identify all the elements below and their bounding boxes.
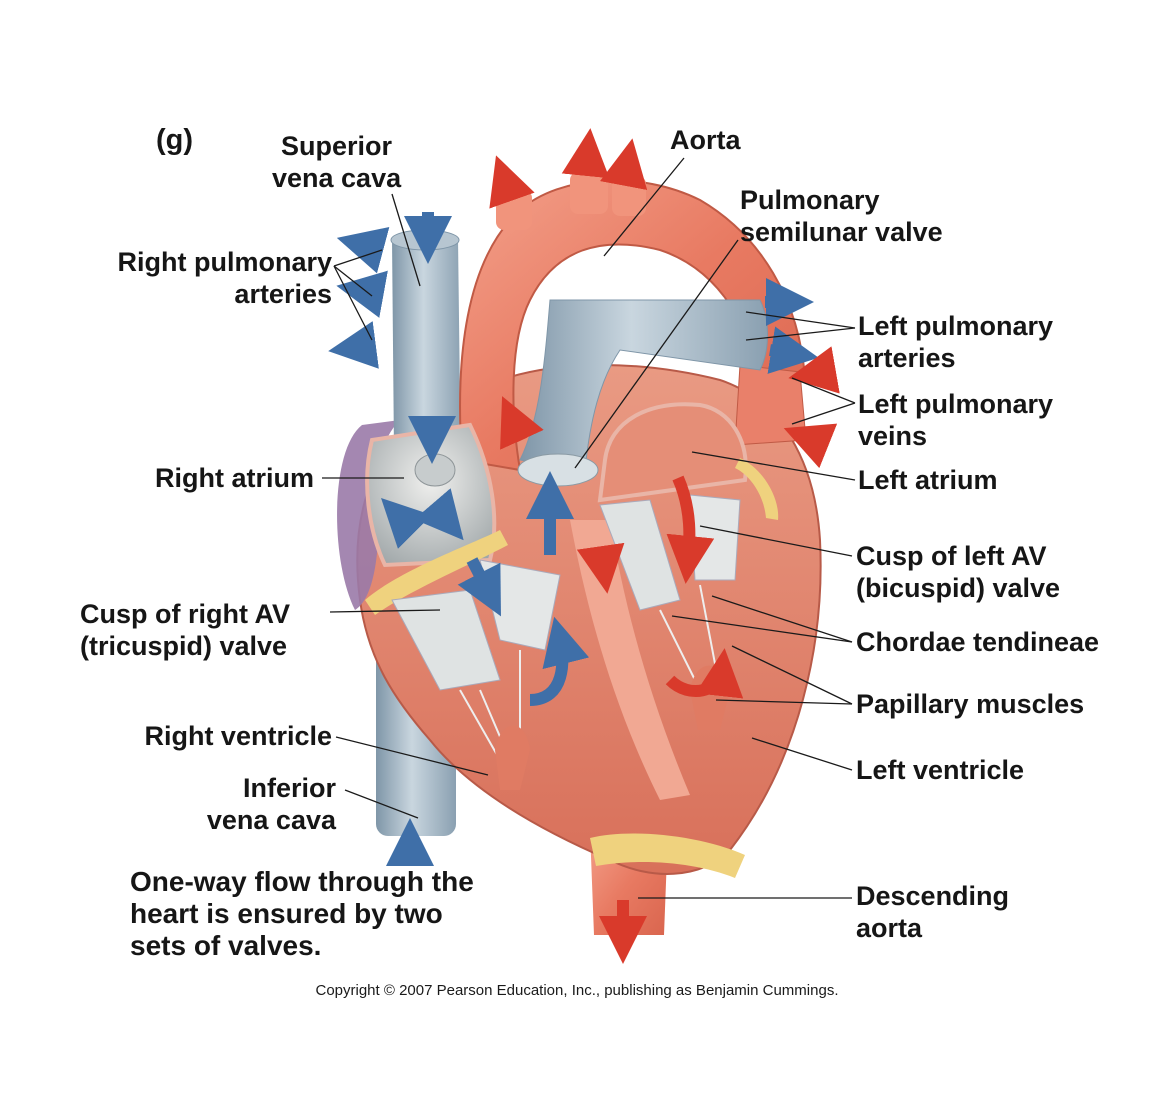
figure-caption: One-way flow through the heart is ensure… xyxy=(130,866,474,961)
epicardial-fat xyxy=(365,458,779,878)
label-superior-vena-cava: Superior vena cava xyxy=(272,131,402,193)
label-right-pulmonary-arteries: Right pulmonary arteries xyxy=(117,247,333,309)
label-descending-aorta: Descending aorta xyxy=(856,881,1010,943)
figure-tag: (g) xyxy=(156,124,194,156)
label-leader-lines xyxy=(322,157,856,899)
left-pulmonary-veins-shape xyxy=(734,364,807,446)
label-chordae-tendineae: Chordae tendineae xyxy=(856,627,1100,657)
label-cusp-left-av: Cusp of left AV (bicuspid) valve xyxy=(856,541,1061,603)
label-cusp-right-av: Cusp of right AV (tricuspid) valve xyxy=(80,599,290,661)
label-pulmonary-semilunar-valve: Pulmonary semilunar valve xyxy=(740,185,943,247)
label-left-pulmonary-veins: Left pulmonary veins xyxy=(858,389,1054,451)
label-inferior-vena-cava: Inferior vena cava xyxy=(206,773,336,835)
label-papillary-muscles: Papillary muscles xyxy=(856,689,1085,719)
label-right-atrium: Right atrium xyxy=(155,463,314,493)
label-left-ventricle: Left ventricle xyxy=(856,755,1025,785)
label-left-pulmonary-arteries: Left pulmonary arteries xyxy=(858,311,1054,373)
oxygenated-flow-arrows xyxy=(489,128,840,964)
label-left-atrium: Left atrium xyxy=(858,465,998,495)
deoxygenated-flow-arrows xyxy=(328,212,819,866)
label-right-ventricle: Right ventricle xyxy=(144,721,332,751)
label-aorta: Aorta xyxy=(670,125,741,155)
copyright-notice: Copyright © 2007 Pearson Education, Inc.… xyxy=(315,982,839,999)
